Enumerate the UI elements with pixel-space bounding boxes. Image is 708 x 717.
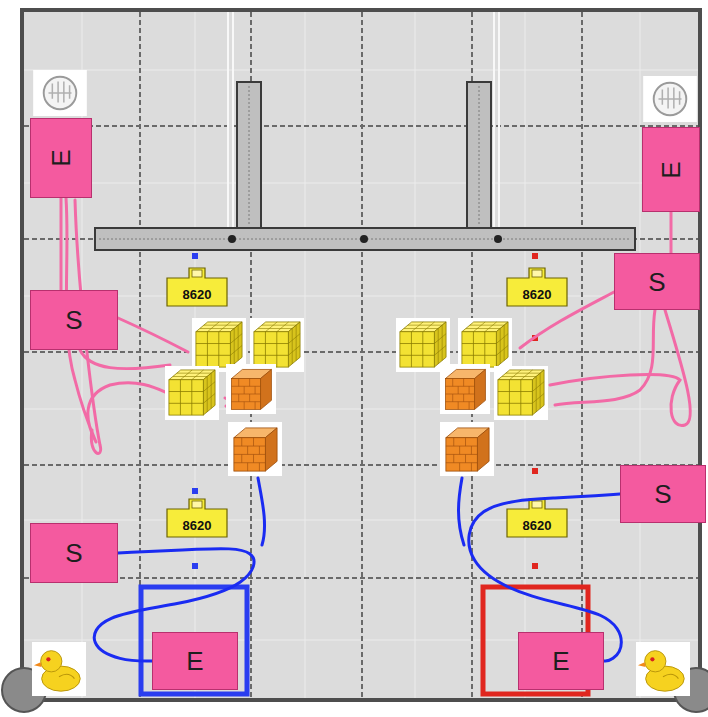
zone-box: E: [30, 118, 92, 198]
robot-number: 8620: [523, 288, 552, 301]
zone-letter: S: [654, 481, 671, 507]
zone-letter: S: [65, 307, 82, 333]
zone-box: E: [518, 632, 604, 690]
robot-number: 8620: [183, 288, 212, 301]
zone-letter: S: [648, 269, 665, 295]
robot-number: 8620: [183, 519, 212, 532]
zone-letter: S: [65, 540, 82, 566]
zone-box: S: [30, 523, 118, 583]
zone-letter: E: [186, 648, 203, 674]
zone-box: S: [614, 253, 700, 310]
zone-box: S: [30, 290, 118, 350]
zone-letter: E: [658, 161, 684, 178]
zone-box: S: [620, 465, 706, 523]
zone-box: E: [152, 632, 238, 690]
route-line: [60, 198, 63, 290]
zone-letter: E: [48, 149, 74, 166]
zone-letter: E: [552, 648, 569, 674]
zone-box: E: [642, 127, 700, 212]
robot-number: 8620: [523, 519, 552, 532]
route-line: [670, 212, 673, 253]
